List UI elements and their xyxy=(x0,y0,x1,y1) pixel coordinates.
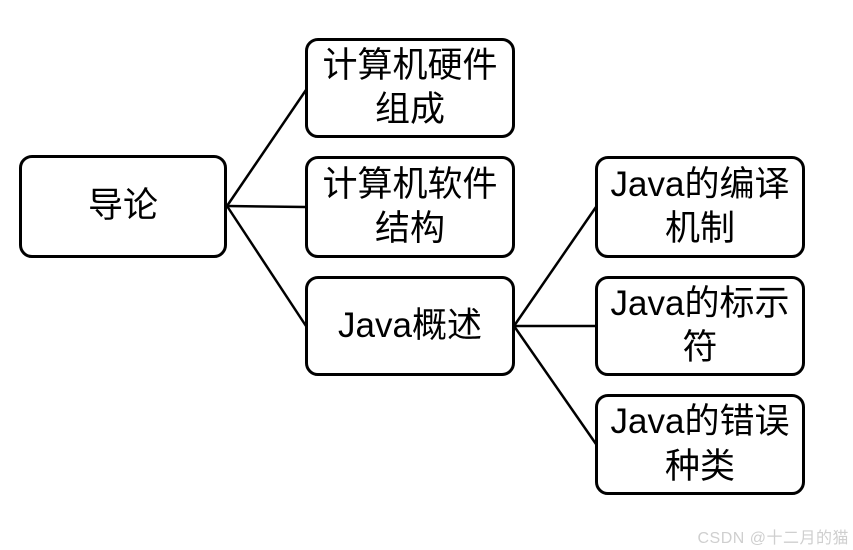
node-computer-hardware: 计算机硬件 组成 xyxy=(305,38,515,138)
node-computer-software-label: 计算机软件 结构 xyxy=(322,164,498,248)
connector-line-java-compilation xyxy=(512,206,598,327)
connector-line-root-java xyxy=(225,205,308,327)
node-java-errors: Java的错误 种类 xyxy=(595,394,805,495)
node-computer-hardware-label: 计算机硬件 组成 xyxy=(322,45,498,129)
node-computer-software: 计算机软件 结构 xyxy=(305,156,515,258)
connector-line-java-errors xyxy=(512,325,598,445)
connector-line-root-hardware xyxy=(225,89,308,207)
node-java-identifiers: Java的标示 符 xyxy=(595,276,805,376)
node-java-overview: Java概述 xyxy=(305,276,515,376)
node-java-overview-label: Java概述 xyxy=(338,305,482,345)
node-introduction: 导论 xyxy=(19,155,227,258)
node-introduction-label: 导论 xyxy=(87,186,158,226)
node-java-identifiers-label: Java的标示 符 xyxy=(610,283,790,367)
node-java-errors-label: Java的错误 种类 xyxy=(610,402,790,486)
node-java-compilation-label: Java的编译 机制 xyxy=(610,164,790,248)
connector-line-root-software xyxy=(226,204,307,209)
node-java-compilation: Java的编译 机制 xyxy=(595,156,805,258)
csdn-watermark: CSDN @十二月的猫 xyxy=(697,530,849,547)
